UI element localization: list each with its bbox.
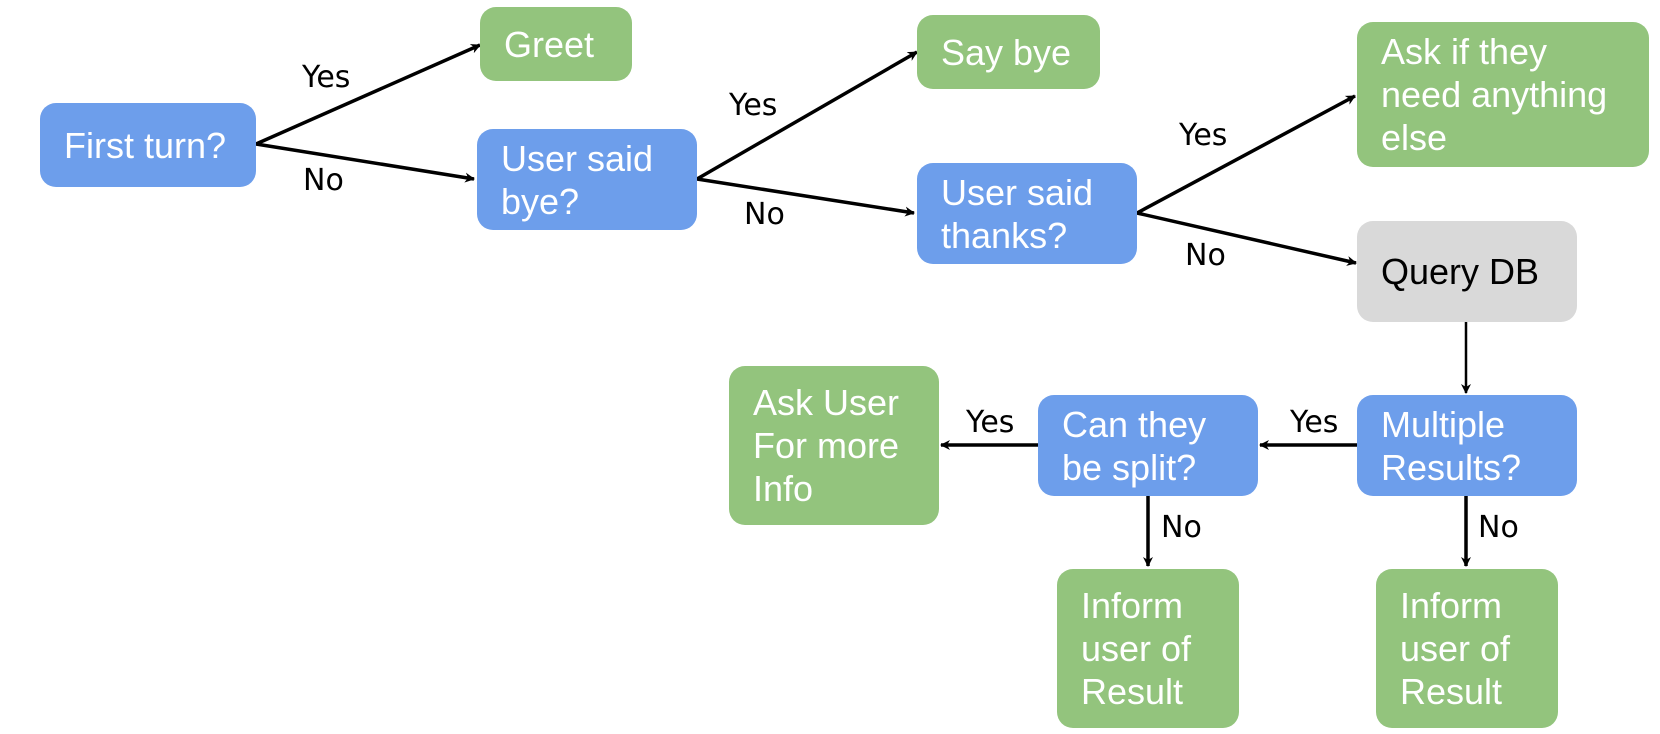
node-greet: Greet	[480, 7, 632, 81]
edge-label-multiple-no: No	[1478, 510, 1519, 545]
edge-label-first-turn-yes: Yes	[301, 60, 350, 95]
edge-bye-no	[696, 177, 915, 217]
node-user-said-thanks: User said thanks?	[917, 163, 1137, 264]
edge-label-thanks-no: No	[1185, 238, 1226, 273]
node-inform-result-split: Inform user of Result	[1057, 569, 1239, 728]
edge-label-bye-yes: Yes	[728, 88, 777, 123]
edge-label-bye-no: No	[744, 197, 785, 232]
node-ask-more-info: Ask User For more Info	[729, 366, 939, 525]
node-query-db: Query DB	[1357, 221, 1577, 322]
edge-label-thanks-yes: Yes	[1178, 118, 1227, 153]
node-can-split: Can they be split?	[1038, 395, 1258, 496]
edge-first-turn-no	[255, 142, 475, 183]
edge-label-split-no: No	[1161, 510, 1202, 545]
node-ask-anything-else: Ask if they need anything else	[1357, 22, 1649, 167]
edge-label-first-turn-no: No	[303, 163, 344, 198]
node-inform-result-multiple: Inform user of Result	[1376, 569, 1558, 728]
edge-label-split-yes: Yes	[965, 405, 1014, 440]
edge-thanks-yes	[1136, 94, 1356, 215]
node-multiple-results: Multiple Results?	[1357, 395, 1577, 496]
edge-first-turn-yes	[255, 43, 481, 146]
node-user-said-bye: User said bye?	[477, 129, 697, 230]
node-say-bye: Say bye	[917, 15, 1100, 89]
edge-thanks-no	[1136, 211, 1357, 266]
node-first-turn: First turn?	[40, 103, 256, 187]
edge-bye-yes	[696, 50, 918, 181]
edge-label-multiple-yes: Yes	[1289, 405, 1338, 440]
